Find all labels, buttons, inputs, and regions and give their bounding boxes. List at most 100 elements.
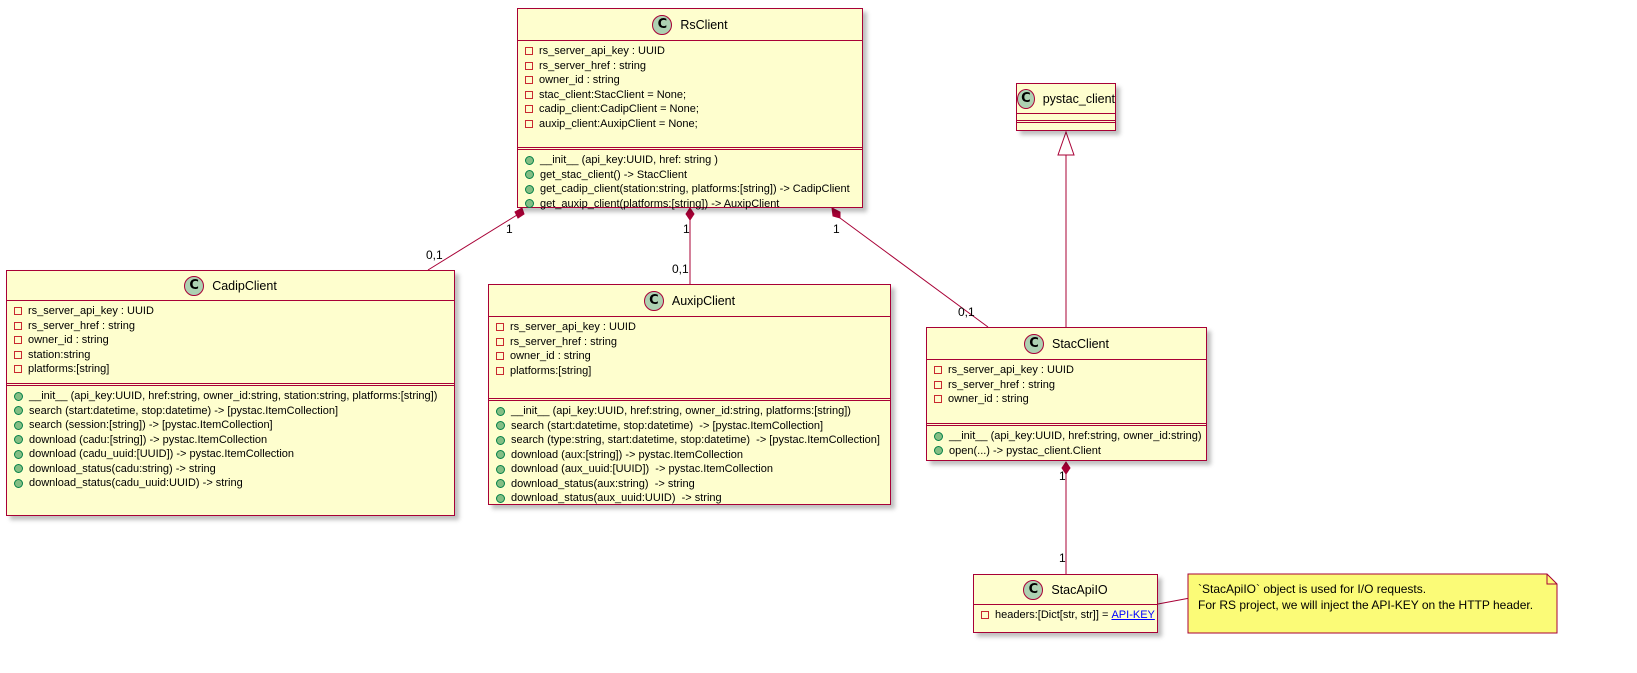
public-visibility-icon xyxy=(496,435,505,445)
private-visibility-icon xyxy=(525,47,533,56)
public-visibility-icon xyxy=(525,199,534,209)
attribute: owner_id : string xyxy=(934,392,1206,407)
edge-rsclient-stac xyxy=(839,217,989,328)
class-icon: C xyxy=(1023,579,1044,600)
multiplicity-label: 1 xyxy=(1059,551,1066,565)
private-visibility-icon xyxy=(496,352,504,361)
methods-section: __init__ (api_key:UUID, href:string, own… xyxy=(7,386,454,491)
class-header: C StacApiIO xyxy=(974,575,1157,605)
attribute-text: rs_server_href : string xyxy=(510,335,617,348)
note-shape xyxy=(1187,573,1558,634)
attribute: platforms:[string] xyxy=(14,362,454,377)
public-visibility-icon xyxy=(14,464,23,474)
method-text: download (cadu:[string]) -> pystac.ItemC… xyxy=(29,433,268,446)
attribute: rs_server_api_key : UUID xyxy=(934,363,1206,378)
edge-rsclient-cadip xyxy=(427,214,518,271)
multiplicity-label: 1 xyxy=(1059,469,1066,483)
class-name: StacApiIO xyxy=(1051,582,1108,597)
attribute-text: owner_id : string xyxy=(510,350,591,362)
attribute: owner_id : string xyxy=(496,349,890,364)
method: open(...) -> pystac_client.Client xyxy=(934,444,1206,459)
method: search (type:string, start:datetime, sto… xyxy=(496,433,890,448)
private-visibility-icon xyxy=(981,611,989,620)
attribute-text: rs_server_href : string xyxy=(28,319,135,332)
public-visibility-icon xyxy=(496,464,505,474)
public-visibility-icon xyxy=(496,479,505,489)
method: download_status(aux_uuid:UUID) -> string xyxy=(496,491,890,506)
method: __init__ (api_key:UUID, href:string, own… xyxy=(496,404,890,419)
attribute: stac_client:StacClient = None; xyxy=(525,88,862,103)
private-visibility-icon xyxy=(14,336,22,345)
public-visibility-icon xyxy=(525,170,534,180)
private-visibility-icon xyxy=(525,90,533,99)
method-text: get_auxip_client(platforms:[string]) -> … xyxy=(540,197,780,210)
method: __init__ (api_key:UUID, href:string, own… xyxy=(934,429,1206,444)
private-visibility-icon xyxy=(525,119,533,128)
method: download (cadu_uuid:[UUID]) -> pystac.It… xyxy=(14,447,454,462)
private-visibility-icon xyxy=(934,395,942,404)
class-name: RsClient xyxy=(680,17,728,32)
method: download_status(cadu_uuid:UUID) -> strin… xyxy=(14,476,454,491)
method-text: __init__ (api_key:UUID, href:string, own… xyxy=(511,405,851,417)
public-visibility-icon xyxy=(14,478,23,488)
method-text: search (start:datetime, stop:datetime) -… xyxy=(511,419,824,432)
private-visibility-icon xyxy=(496,366,504,375)
public-visibility-icon xyxy=(525,155,534,165)
private-visibility-icon xyxy=(934,380,942,389)
class-icon: C xyxy=(1024,333,1044,354)
note-line: For RS project, we will inject the API-K… xyxy=(1198,598,1534,612)
private-visibility-icon xyxy=(496,337,504,346)
public-visibility-icon xyxy=(496,406,505,416)
method-text: get_stac_client() -> StacClient xyxy=(540,168,688,181)
class-name: StacClient xyxy=(1052,336,1109,351)
note-line: `StacApiIO` object is used for I/O reque… xyxy=(1198,582,1427,596)
method: search (start:datetime, stop:datetime) -… xyxy=(496,419,890,434)
attribute: owner_id : string xyxy=(525,73,862,88)
multiplicity-label: 1 xyxy=(833,222,840,236)
attribute-text: headers:[Dict[str, str]] = xyxy=(995,609,1112,621)
method-text: search (type:string, start:datetime, sto… xyxy=(511,434,880,446)
attribute-text: owner_id : string xyxy=(539,74,620,86)
method-text: download_status(aux_uuid:UUID) -> string xyxy=(511,492,722,504)
attribute-text: cadip_client:CadipClient = None; xyxy=(539,103,699,115)
composition-diamond xyxy=(831,207,841,219)
class-icon: C xyxy=(1017,88,1035,109)
private-visibility-icon xyxy=(525,61,533,70)
method-text: download (cadu_uuid:[UUID]) -> pystac.It… xyxy=(29,448,295,460)
inheritance-triangle xyxy=(1057,130,1075,156)
attribute-text: rs_server_api_key : UUID xyxy=(948,364,1074,376)
methods-section: __init__ (api_key:UUID, href:string, own… xyxy=(927,426,1206,458)
composition-diamond xyxy=(1061,461,1071,475)
attribute: auxip_client:AuxipClient = None; xyxy=(525,117,862,132)
public-visibility-icon xyxy=(14,420,23,430)
composition-diamond xyxy=(685,207,695,221)
methods-section: __init__ (api_key:UUID, href: string )ge… xyxy=(518,150,862,211)
multiplicity-label: 0,1 xyxy=(426,248,443,262)
method: get_cadip_client(station:string, platfor… xyxy=(525,182,862,197)
attributes-section: headers:[Dict[str, str]] = API-KEY xyxy=(974,605,1157,634)
method-text: search (session:[string]) -> [pystac.Ite… xyxy=(29,419,273,431)
class-name: AuxipClient xyxy=(671,293,736,308)
method-text: download_status(aux:string) -> string xyxy=(511,477,695,490)
methods-section xyxy=(1017,123,1115,126)
method: get_stac_client() -> StacClient xyxy=(525,168,862,183)
attribute: owner_id : string xyxy=(14,333,454,348)
method: __init__ (api_key:UUID, href:string, own… xyxy=(14,389,454,404)
method: download_status(aux:string) -> string xyxy=(496,477,890,492)
attribute: rs_server_href : string xyxy=(525,59,862,74)
method: get_auxip_client(platforms:[string]) -> … xyxy=(525,197,862,212)
method-text: download (aux:[string]) -> pystac.ItemCo… xyxy=(511,448,744,461)
method-text: get_cadip_client(station:string, platfor… xyxy=(540,183,850,195)
private-visibility-icon xyxy=(496,323,504,332)
api-key-link[interactable]: API-KEY xyxy=(1111,609,1155,621)
method: download (aux_uuid:[UUID]) -> pystac.Ite… xyxy=(496,462,890,477)
